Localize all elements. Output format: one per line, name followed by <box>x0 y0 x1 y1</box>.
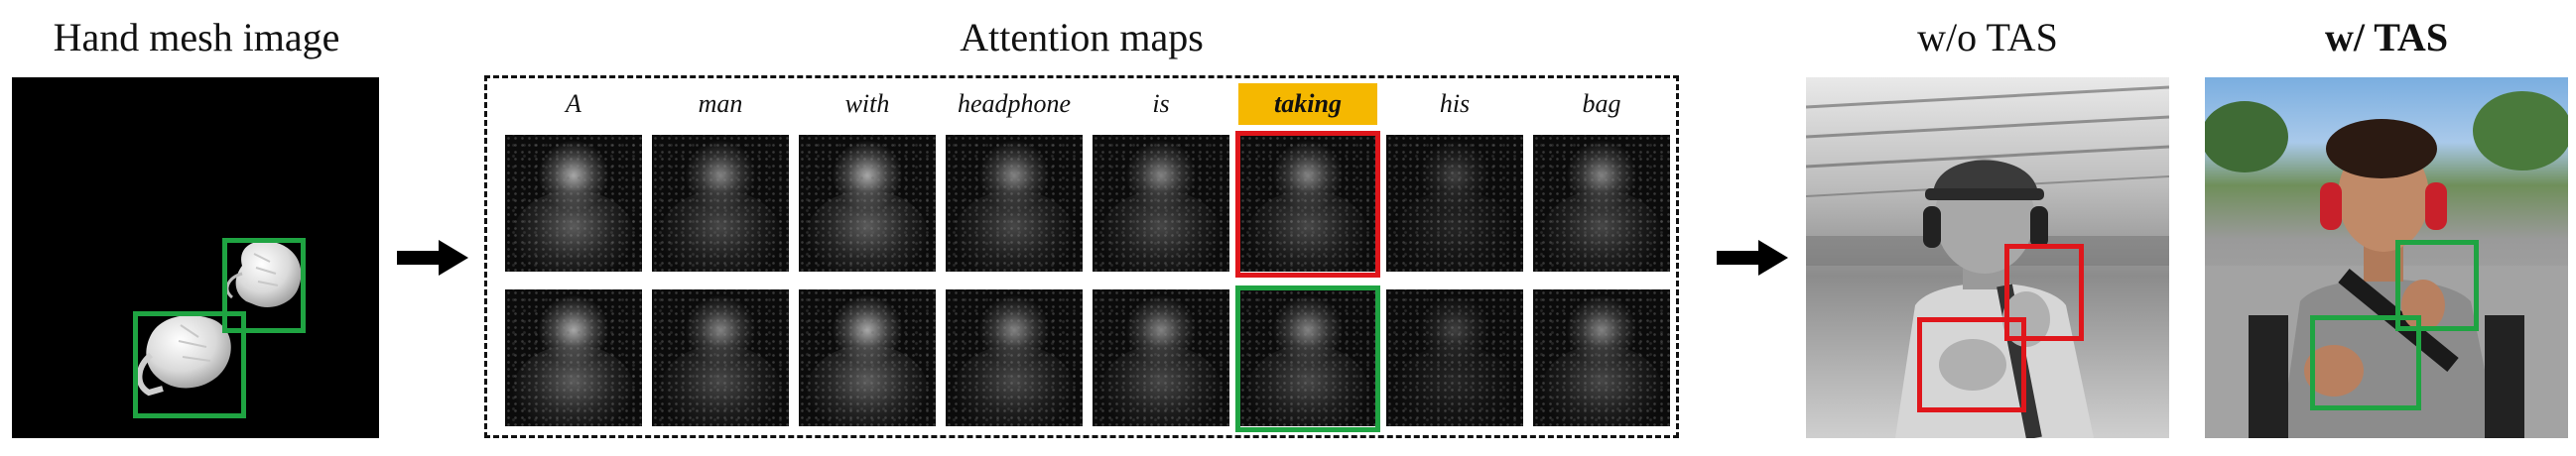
token-label: with <box>844 89 890 118</box>
attention-map <box>652 135 789 272</box>
hand-mesh-render <box>136 240 302 397</box>
attention-map <box>1239 135 1376 272</box>
attention-box-red <box>1235 131 1380 278</box>
hand-box-red-1 <box>2004 244 2084 341</box>
attention-map <box>1386 135 1523 272</box>
attention-map <box>505 289 642 426</box>
token-label: is <box>1152 89 1170 118</box>
token-label: man <box>698 89 743 118</box>
attention-map <box>1533 135 1670 272</box>
hand-box-red-2 <box>1917 317 2026 412</box>
attention-maps-heading: Attention maps <box>960 15 1204 59</box>
attention-map <box>1386 289 1523 426</box>
attention-map <box>946 289 1083 426</box>
token-label: A <box>566 89 581 118</box>
token-label: bag <box>1582 89 1621 118</box>
hand-box-green-2 <box>2310 315 2421 410</box>
attention-maps-panel <box>484 75 1679 438</box>
token-label-highlighted: taking <box>1238 83 1377 125</box>
right-arrow-icon <box>397 240 468 276</box>
hand-mesh-image <box>12 77 379 438</box>
hand-box-green-1 <box>2395 240 2479 331</box>
attention-map <box>799 289 936 426</box>
right-arrow-icon <box>1717 240 1788 276</box>
attention-map <box>946 135 1083 272</box>
attention-box-green <box>1235 285 1380 432</box>
hand-box-right <box>222 238 306 333</box>
without-tas-heading: w/o TAS <box>1917 15 2058 59</box>
attention-map <box>799 135 936 272</box>
with-tas-heading: w/ TAS <box>2324 15 2449 59</box>
attention-map <box>1239 289 1376 426</box>
generated-image-with-tas <box>2205 77 2568 438</box>
hand-mesh-right <box>225 240 302 308</box>
token-label: headphone <box>957 89 1072 118</box>
generated-image-without-tas <box>1806 77 2169 438</box>
hand-mesh-left <box>136 315 231 397</box>
attention-map <box>652 289 789 426</box>
attention-map <box>1093 135 1229 272</box>
hand-mesh-heading: Hand mesh image <box>53 15 340 59</box>
attention-map <box>1093 289 1229 426</box>
hand-box-left <box>133 311 246 418</box>
attention-map <box>1533 289 1670 426</box>
token-label: his <box>1439 89 1471 118</box>
attention-map <box>505 135 642 272</box>
